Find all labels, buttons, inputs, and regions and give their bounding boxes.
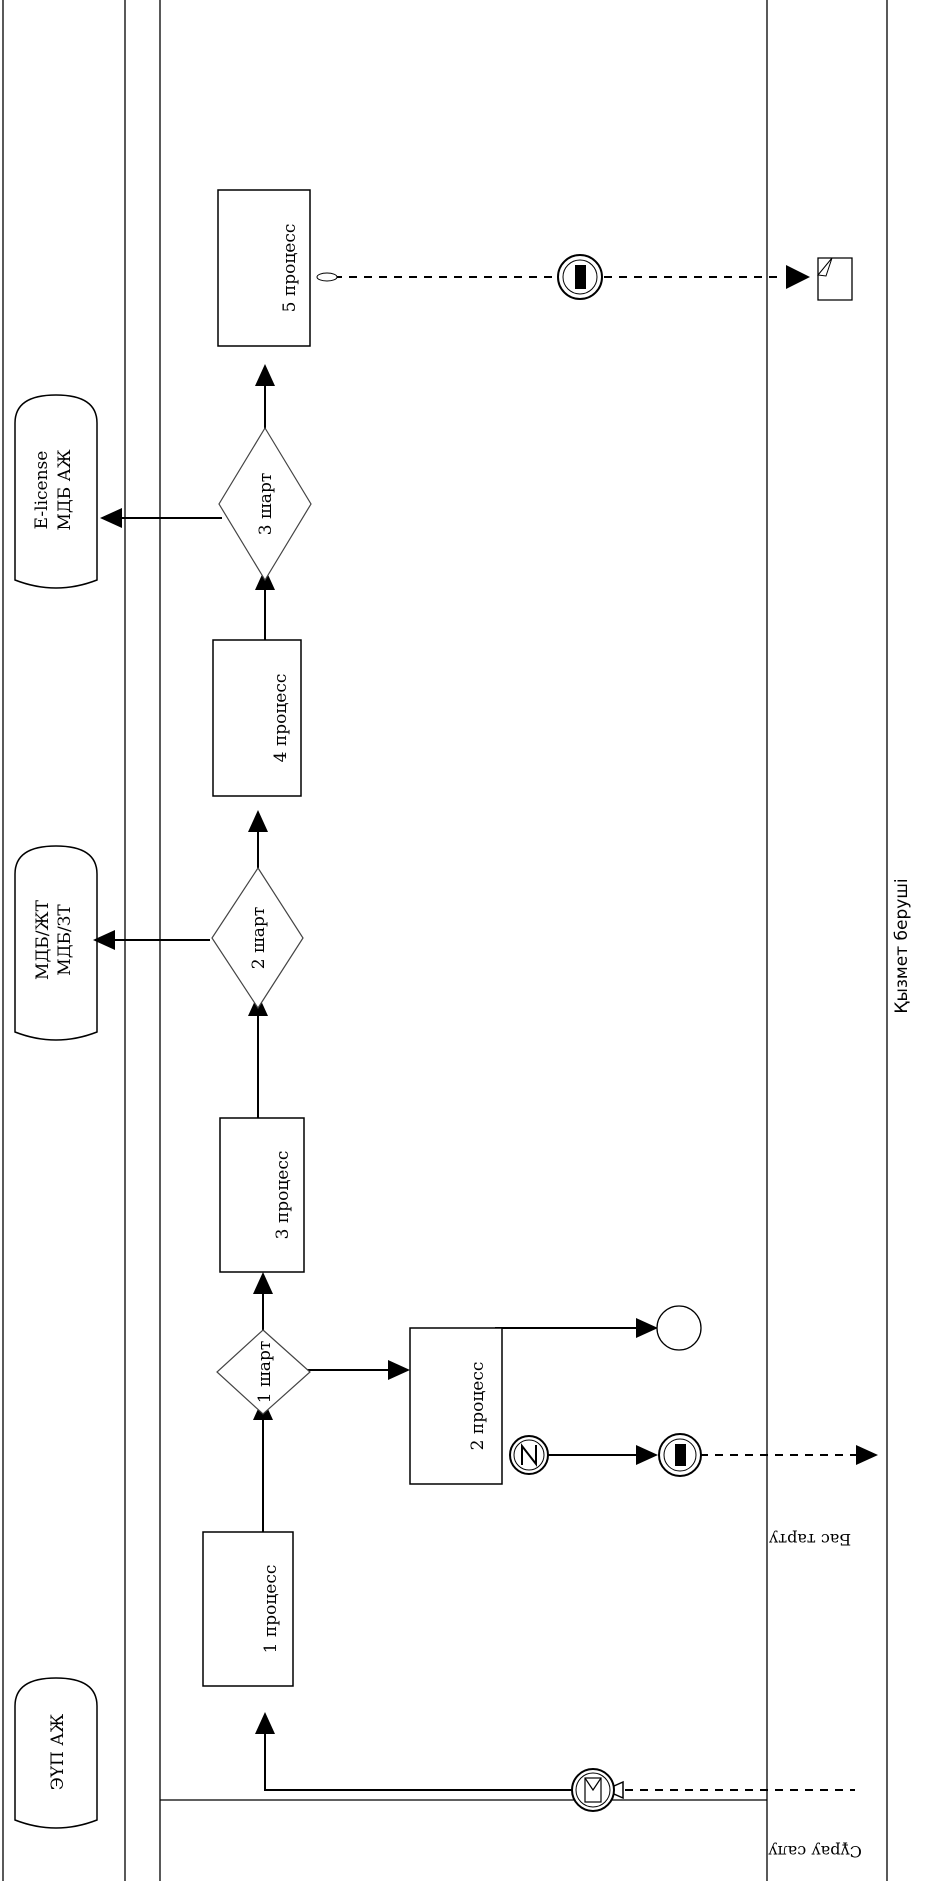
process-4-label: 4 процесс	[271, 674, 291, 763]
condition-3-label: 3 шарт	[256, 473, 276, 535]
process-1: 1 процесс	[202, 1531, 294, 1687]
process-2-label: 2 процесс	[468, 1362, 488, 1451]
document-icon	[817, 257, 853, 301]
system-elicense-label-2: МДБ АЖ	[55, 449, 75, 530]
system-mdb-zht-label-2: МДБ/ЗТ	[55, 904, 75, 976]
condition-3: 3 шарт	[218, 426, 312, 582]
process-2: 2 процесс	[409, 1327, 503, 1485]
system-eup-label: ЭҮП АЖ	[48, 1714, 68, 1790]
process-5: 5 процесс	[217, 189, 338, 347]
process-3: 3 процесс	[219, 1117, 305, 1273]
condition-2-label: 2 шарт	[249, 907, 269, 969]
stop-event-icon-2	[557, 254, 603, 300]
process-4: 4 процесс	[212, 639, 302, 797]
system-elicense-label-1: E-license	[32, 451, 52, 530]
lane-service-provider-label: Қызмет беруші	[892, 878, 912, 1013]
process-1-label: 1 процесс	[261, 1565, 281, 1654]
system-mdb-zht-label-1: МДБ/ЖТ	[33, 899, 53, 980]
condition-1-label: 1 шарт	[255, 1341, 275, 1403]
system-mdb-zht-shape: МДБ/ЖТ МДБ/ЗТ	[14, 845, 98, 1041]
condition-2: 2 шарт	[211, 866, 304, 1010]
reject-label-line: Бас тарту	[768, 1530, 851, 1549]
system-eup-shape: ЭҮП АЖ	[14, 1677, 98, 1829]
condition-1: 1 шарт	[216, 1329, 311, 1415]
lightning-error-icon	[509, 1435, 549, 1475]
end-circle-icon	[656, 1305, 702, 1351]
stop-event-icon	[658, 1433, 702, 1477]
process-3-label: 3 процесс	[273, 1151, 293, 1240]
process-5-label: 5 процесс	[280, 224, 300, 313]
request-label-line: Сұрау салу	[768, 1842, 862, 1861]
message-start-icon	[571, 1768, 615, 1812]
system-elicense-shape: E-license МДБ АЖ	[14, 394, 98, 589]
